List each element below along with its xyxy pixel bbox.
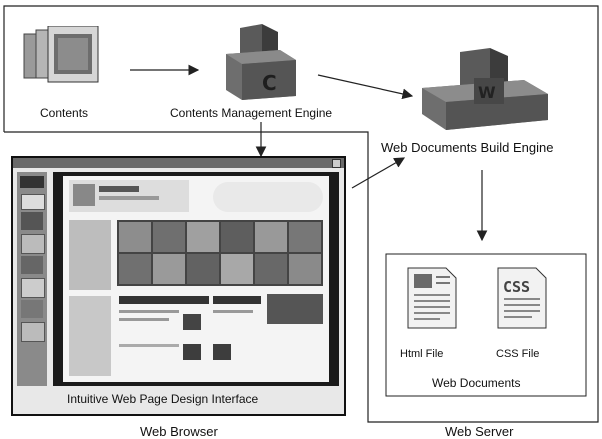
html-file-label: Html File — [400, 348, 444, 360]
browser-window: Intuitive Web Page Design Interface — [11, 156, 346, 416]
design-interface-label: Intuitive Web Page Design Interface — [67, 392, 259, 406]
arrow-browser-to-wdbe — [351, 157, 406, 189]
web-server-label: Web Server — [445, 424, 514, 439]
arrow-cme-to-wdbe — [317, 74, 414, 100]
w-block-icon: W — [420, 48, 552, 132]
browser-close-icon — [332, 159, 341, 168]
svg-text:W: W — [478, 83, 496, 102]
web-documents-label: Web Documents — [432, 376, 521, 390]
cme-label: Contents Management Engine — [170, 106, 333, 120]
design-toolbar — [17, 172, 47, 386]
wdbe-label: Web Documents Build Engine — [381, 140, 554, 155]
contents-label: Contents — [40, 106, 89, 120]
web-browser-label: Web Browser — [140, 424, 218, 439]
web-server-boundary — [3, 5, 599, 423]
web-documents-box — [385, 253, 587, 397]
css-document-icon: CSS — [496, 266, 548, 330]
html-document-icon — [406, 266, 458, 330]
svg-text:C: C — [262, 71, 277, 95]
stacked-pages-icon — [22, 26, 102, 88]
css-file-label: CSS File — [496, 348, 540, 360]
c-block-icon: C — [218, 24, 300, 100]
browser-title-bar — [13, 158, 344, 168]
css-icon-text: CSS — [503, 278, 530, 296]
page-preview — [53, 172, 339, 386]
